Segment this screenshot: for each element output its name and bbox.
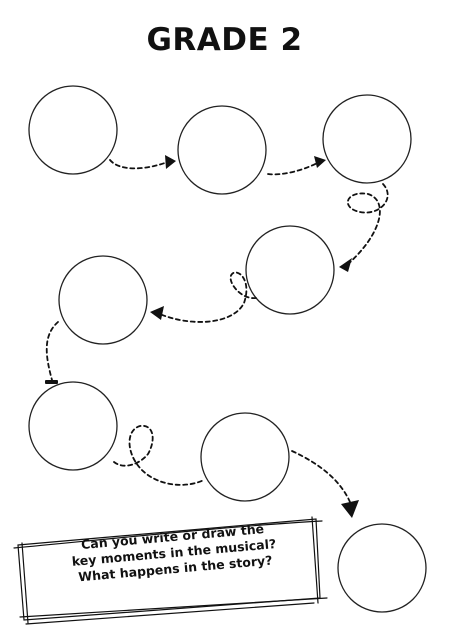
connector-2-3 (267, 161, 320, 176)
connector-end-marker (45, 380, 58, 384)
story-circle-7[interactable] (200, 412, 290, 502)
connector-4-5 (159, 271, 257, 323)
story-circle-6[interactable] (28, 381, 118, 471)
connector-3-4 (346, 183, 389, 266)
arrowhead-1-icon (165, 155, 176, 169)
story-circle-4[interactable] (245, 225, 335, 315)
connector-5-6 (45, 321, 59, 381)
story-circle-1[interactable] (28, 85, 118, 175)
connector-7-8 (291, 450, 351, 503)
connector-6-7 (113, 425, 205, 486)
story-circle-5[interactable] (58, 255, 148, 345)
prompt-frame (13, 516, 328, 625)
story-circle-3[interactable] (322, 94, 412, 184)
arrowhead-4-icon (150, 306, 164, 320)
story-circle-8[interactable] (337, 523, 427, 613)
story-circle-2[interactable] (177, 105, 267, 195)
arrowhead-2-icon (314, 156, 326, 168)
arrowhead-7-icon (341, 500, 359, 518)
arrowhead-3-icon (339, 258, 352, 272)
connector-1-2 (109, 159, 171, 170)
page-title: GRADE 2 (146, 22, 303, 58)
